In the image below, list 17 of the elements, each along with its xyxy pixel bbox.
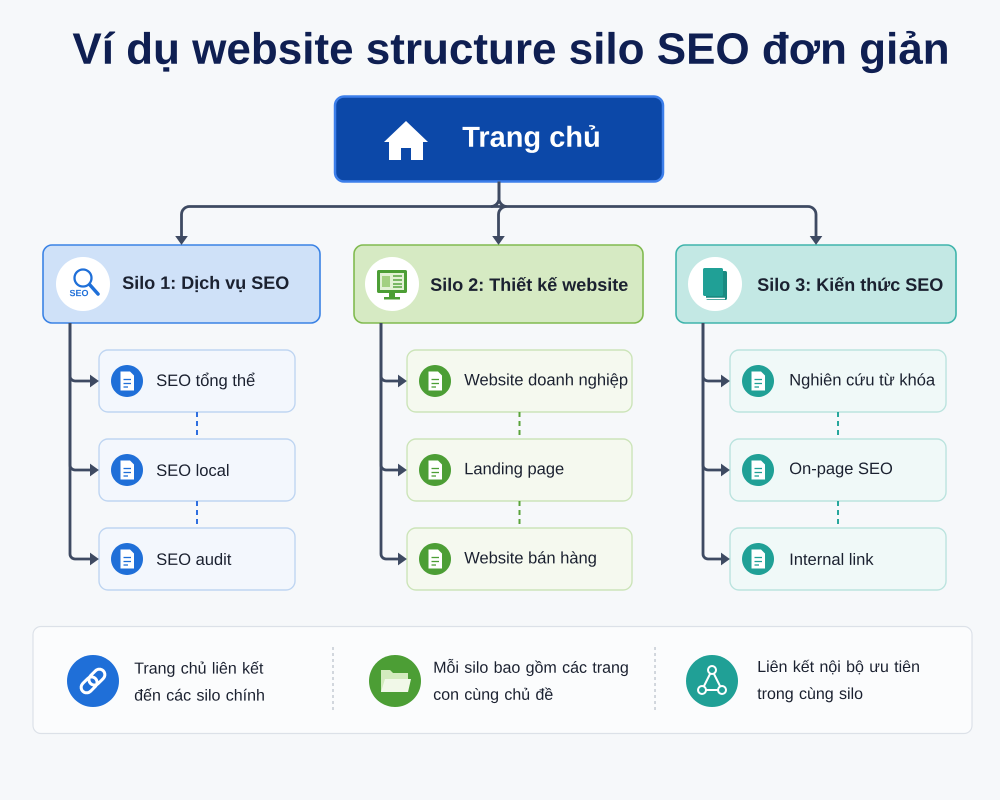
- note-text: Mỗi silo bao gồm các trang con cùng chủ đề: [434, 658, 628, 704]
- page-box: SEO tổng thể: [98, 349, 296, 413]
- note-text: Trang chủ liên kết đến các silo chính: [134, 661, 264, 701]
- page-box: SEO audit: [98, 527, 296, 591]
- page-box: Website doanh nghiệp: [406, 349, 633, 413]
- title: Ví dụ website structure silo SEO đơn giản: [72, 30, 947, 74]
- page-box: Nghiên cứu từ khóa: [729, 349, 947, 413]
- page-box: Landing page: [406, 438, 633, 502]
- page-box: On-page SEO: [729, 438, 947, 502]
- page-box: Internal link: [729, 527, 947, 591]
- icon-text: SEO: [70, 290, 88, 296]
- note-text: Liên kết nội bộ ưu tiên trong cùng silo: [757, 660, 919, 702]
- root-box: Trang chủ: [334, 95, 664, 183]
- page-box: SEO local: [98, 438, 296, 502]
- page-box: Website bán hàng: [406, 527, 633, 591]
- category-box: Silo 3: Kiến thức SEO: [675, 244, 957, 324]
- category-box: Silo 2: Thiết kế website: [353, 244, 644, 324]
